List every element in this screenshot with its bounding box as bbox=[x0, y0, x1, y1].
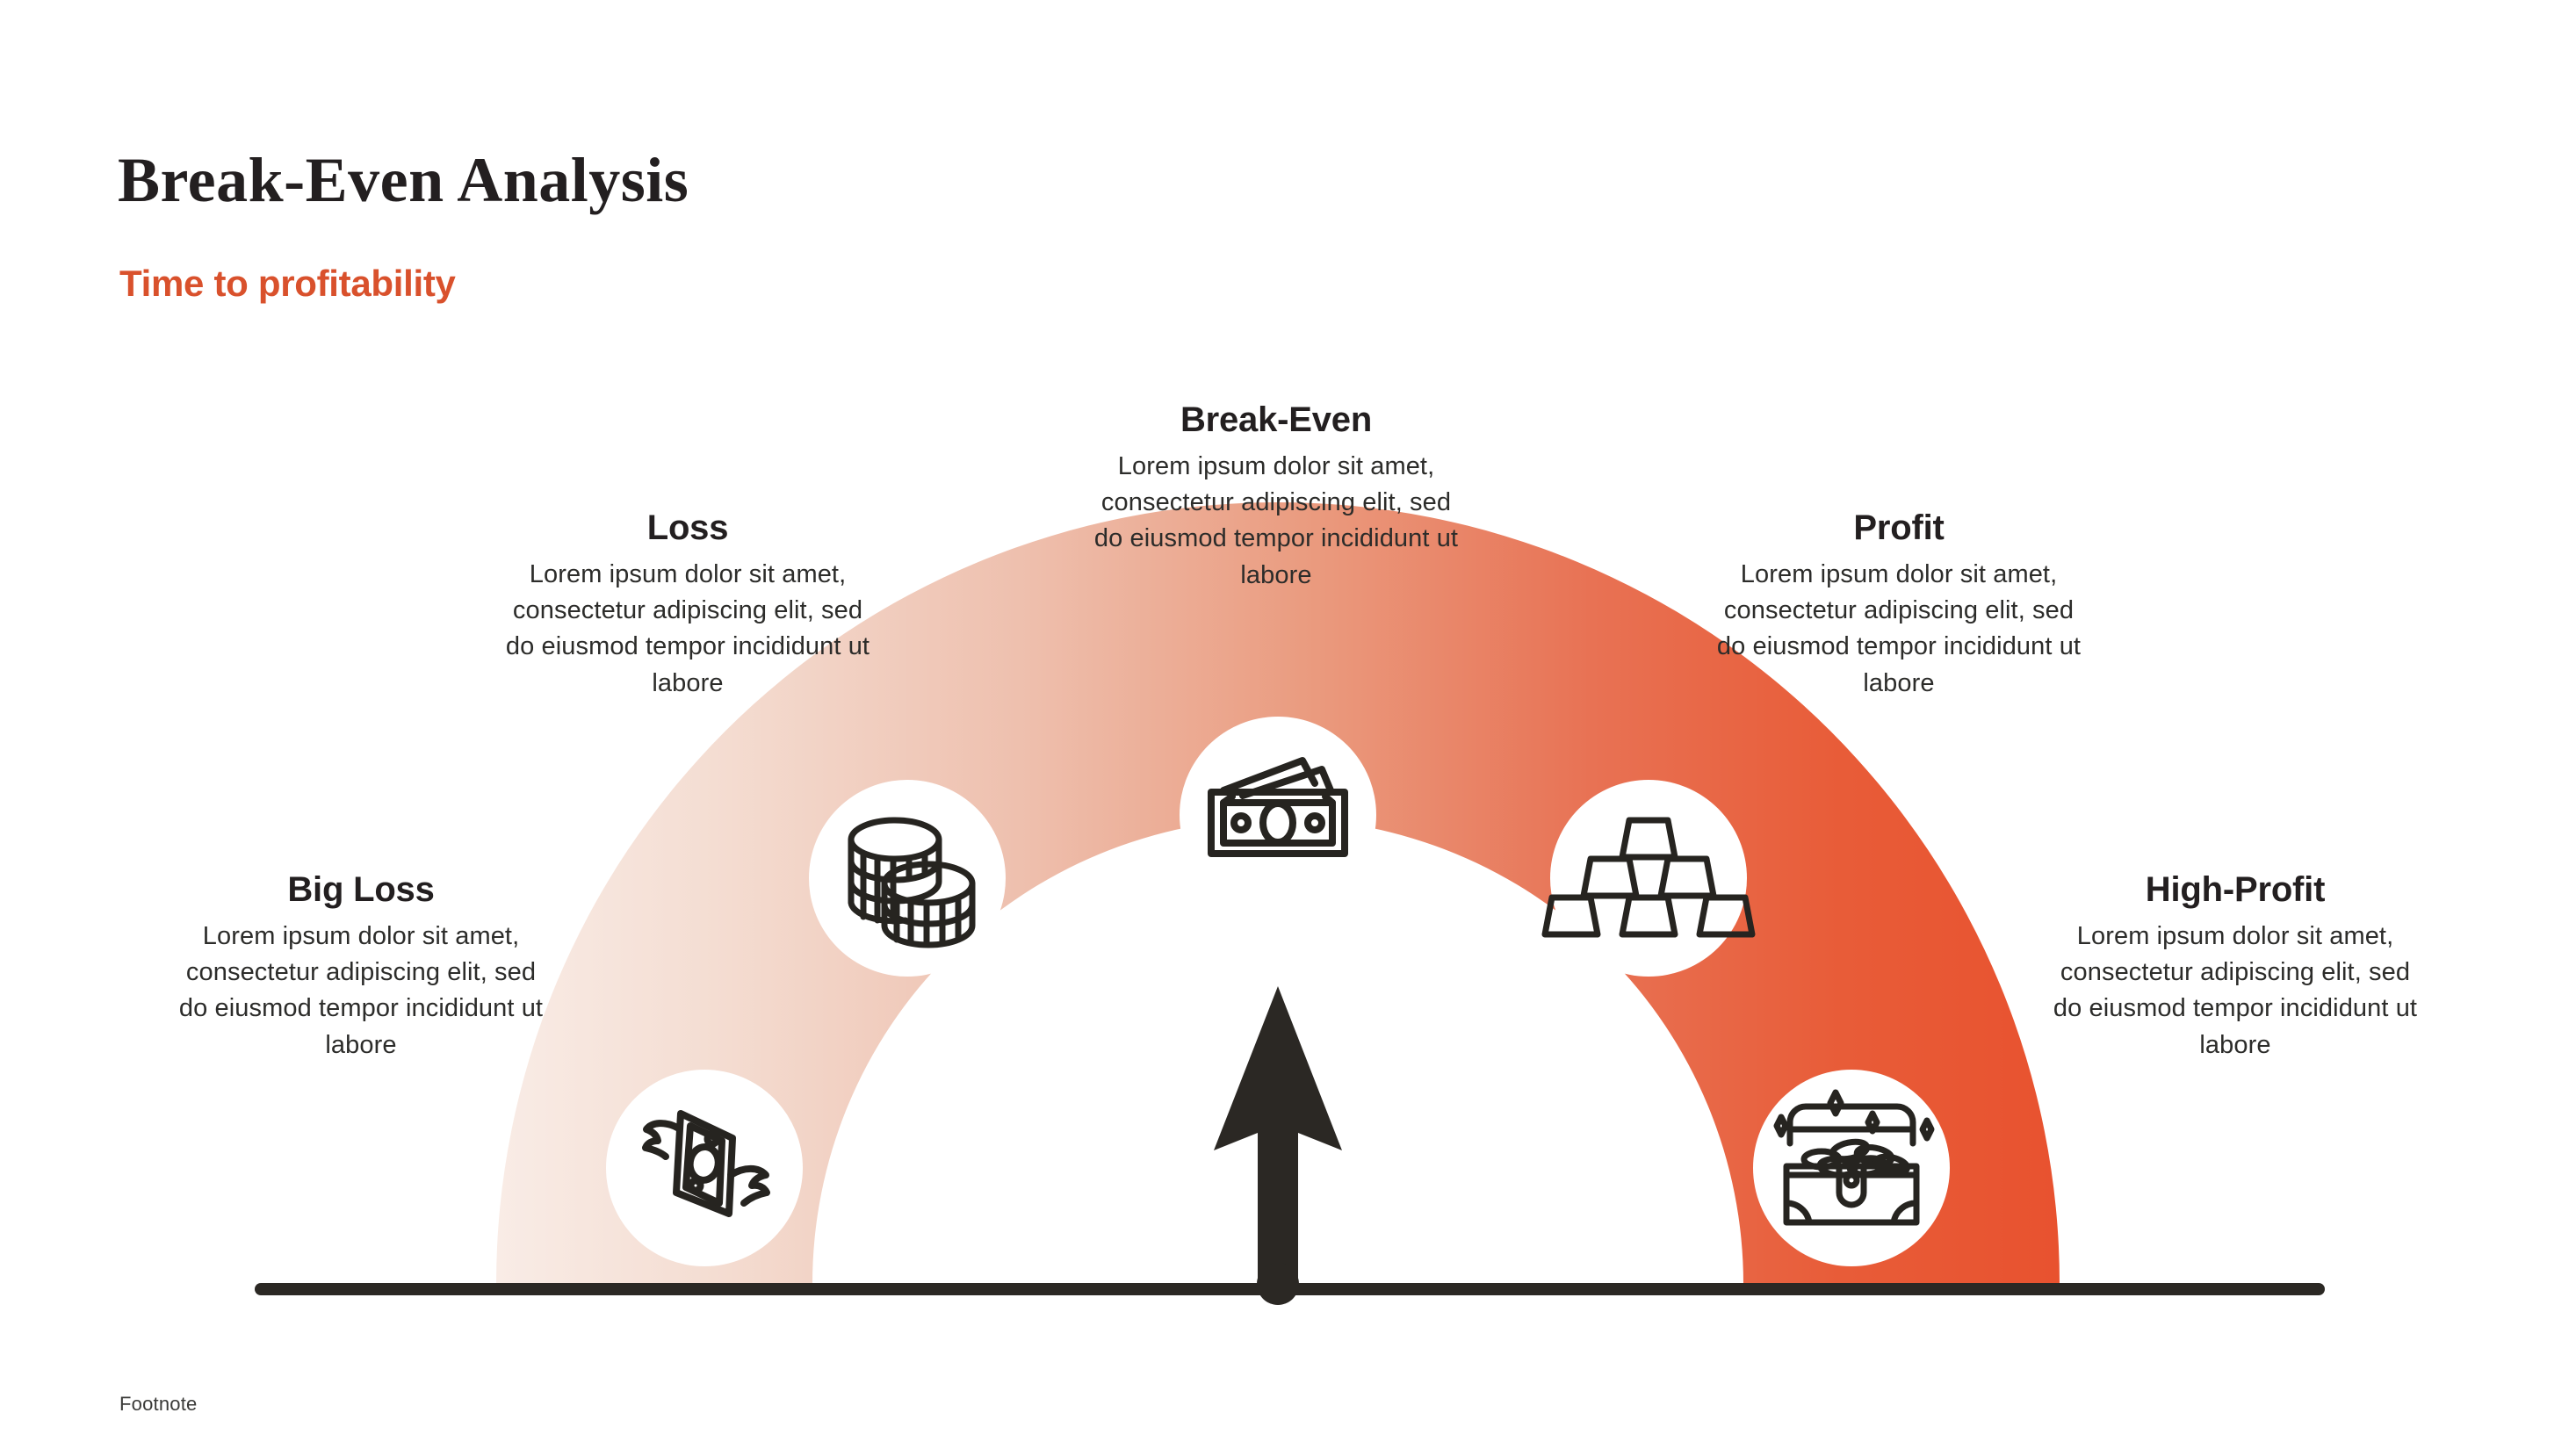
gold-bars-icon bbox=[1541, 817, 1756, 938]
footnote-text: Footnote bbox=[119, 1393, 198, 1415]
icon-bubble-break-even[interactable] bbox=[1180, 717, 1376, 913]
callout-heading: High-Profit bbox=[2145, 870, 2326, 909]
callout-body: Lorem ipsum dolor sit amet, consectetur … bbox=[505, 560, 870, 697]
page-title: Break-Even Analysis bbox=[118, 145, 689, 215]
callout-big-loss: Big Loss Lorem ipsum dolor sit amet, con… bbox=[172, 869, 550, 1063]
callout-body: Lorem ipsum dolor sit amet, consectetur … bbox=[178, 922, 544, 1059]
callout-body: Lorem ipsum dolor sit amet, consectetur … bbox=[1093, 452, 1459, 589]
callout-high-profit: High-Profit Lorem ipsum dolor sit amet, … bbox=[2046, 869, 2424, 1063]
callout-profit: Profit Lorem ipsum dolor sit amet, conse… bbox=[1714, 508, 2083, 702]
treasure-chest-icon bbox=[1773, 1089, 1935, 1226]
callout-heading: Big Loss bbox=[287, 870, 435, 909]
callout-loss: Loss Lorem ipsum dolor sit amet, consect… bbox=[499, 508, 877, 702]
callout-body: Lorem ipsum dolor sit amet, consectetur … bbox=[1716, 560, 2082, 697]
flying-money-icon bbox=[642, 1110, 770, 1217]
icon-bubble-profit[interactable] bbox=[1541, 780, 1756, 977]
callout-body: Lorem ipsum dolor sit amet, consectetur … bbox=[2053, 922, 2418, 1059]
icon-bubble-big-loss[interactable] bbox=[606, 1070, 803, 1266]
callout-heading: Loss bbox=[646, 508, 729, 547]
gauge-needle[interactable] bbox=[1214, 986, 1342, 1305]
icon-bubble-loss[interactable] bbox=[809, 780, 1006, 977]
callout-heading: Profit bbox=[1853, 508, 1945, 547]
gauge-arc-band bbox=[496, 502, 2060, 1284]
callout-heading: Break-Even bbox=[1180, 400, 1373, 439]
needle-arrow bbox=[1214, 986, 1342, 1284]
icon-bubble-circle bbox=[606, 1070, 803, 1266]
banknotes-icon bbox=[1208, 757, 1348, 857]
icon-bubble-circle bbox=[1550, 780, 1747, 977]
callout-break-even: Break-Even Lorem ipsum dolor sit amet, c… bbox=[1092, 400, 1461, 594]
page-subtitle: Time to profitability bbox=[119, 263, 456, 304]
icon-bubble-circle bbox=[1180, 717, 1376, 913]
icon-bubble-high-profit[interactable] bbox=[1753, 1070, 1950, 1266]
coins-stack-icon bbox=[848, 817, 976, 948]
